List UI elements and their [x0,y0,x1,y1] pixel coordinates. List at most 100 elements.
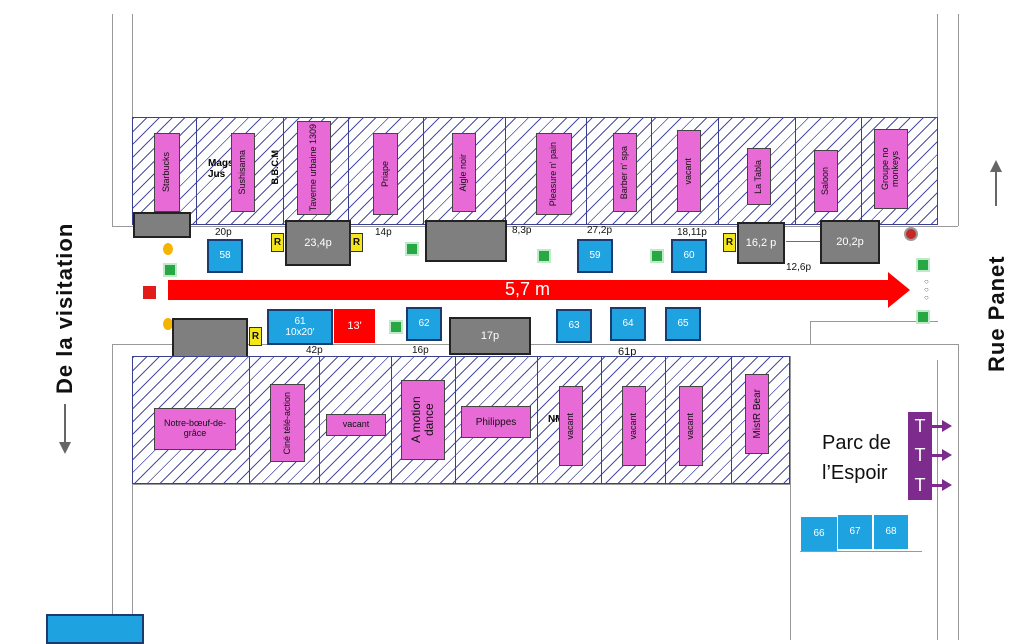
left-street-label: De la visitation [52,222,77,394]
park-corner-v [810,321,811,345]
distance-label: 5,7 m [505,279,551,299]
r-marker-3[interactable]: R [723,233,736,252]
shop-pleasure-n-pain[interactable]: Pleasure n' pain [536,133,572,215]
south-gray-block-left[interactable] [172,318,248,358]
gray-block-20-2p[interactable]: 20,2p [820,220,880,264]
parking-spot-67[interactable]: 67 [837,514,873,550]
measure-20p: 20p [215,227,232,238]
curb-south [112,344,958,345]
measure-arrow [786,241,820,242]
left-arrow-head [59,442,71,454]
measure-14p: 14p [375,227,392,238]
distance-arrow-shaft [168,280,890,300]
green-marker-2 [405,242,419,256]
green-marker-6 [916,310,930,324]
shop-starbucks[interactable]: Starbucks [154,133,180,212]
north-building-block [132,117,938,225]
street-edge-top-right [958,14,959,226]
street-edge-bottom-left-inner [132,484,133,640]
parking-spot-63[interactable]: 63 [556,309,592,343]
park-corner-h [810,321,938,322]
r-marker-4[interactable]: R [249,327,262,346]
green-marker-1 [163,263,177,277]
shop-vacant-south-4[interactable]: vacant [679,386,703,466]
street-edge-top-left [112,14,113,226]
gray-block-16-2p[interactable]: 16,2 p [737,222,785,264]
left-arrow-line [64,404,66,444]
park-marker-line-2 [932,454,942,457]
shop-notre-boeuf-de-grace[interactable]: Notre-bœuf-de-grâce [154,408,236,450]
parking-spot-68[interactable]: 68 [873,514,909,550]
green-marker-3 [537,249,551,263]
shop-groupe-no-monkeys[interactable]: Groupe no monkeys [874,129,908,209]
green-marker-7 [389,320,403,334]
r-marker-1[interactable]: R [271,233,284,252]
parking-spot-58[interactable]: 58 [207,239,243,273]
parking-spot-65[interactable]: 65 [665,307,701,341]
right-arrow-line [995,170,997,206]
mags-jus-logo: Mags Jus [208,158,234,180]
measure-18-11p: 18,11p [677,227,707,238]
street-edge-bottom-right [958,344,959,640]
right-street-label: Rue Panet [984,255,1009,372]
park-marker-arrow-1 [942,420,952,432]
red-box-13[interactable]: 13' [334,309,375,343]
parking-spot-60[interactable]: 60 [671,239,707,273]
shop-la-tabla[interactable]: La Tabla [747,148,771,205]
parking-spot-62[interactable]: 62 [406,307,442,341]
shop-vacant-north[interactable]: vacant [677,130,701,212]
parking-spot-61[interactable]: 61 10x20' [267,309,333,345]
shop-vacant-south-2[interactable]: vacant [559,386,583,466]
parking-spot-66[interactable]: 66 [800,516,838,552]
shop-philippes[interactable]: Philippes [461,406,531,438]
park-label: Parc de l’Espoir [822,432,891,484]
park-marker-line-1 [932,425,942,428]
red-circle-marker [904,227,918,241]
parking-spot-64[interactable]: 64 [610,307,646,341]
park-marker-line-3 [932,484,942,487]
park-marker-t1: T [910,416,930,436]
shop-priape[interactable]: Priape [373,133,398,215]
red-square [143,286,156,299]
measure-61p: 61p [618,346,637,358]
block-south-bottom [132,484,790,485]
yellow-marker-north [163,243,173,255]
gray-block-17p[interactable]: 17p [449,317,531,355]
park-spot-line [800,551,922,552]
street-edge-bottom-right-inner [937,360,938,640]
shop-vacant-south-1[interactable]: vacant [326,414,386,436]
park-marker-t3: T [910,475,930,495]
nm-logo: NM [548,414,564,425]
shop-a-motion-dance[interactable]: A motion dance [401,380,445,460]
shop-saloon[interactable]: Saloon [814,150,838,212]
shop-aigle-noir[interactable]: Aigle noir [452,133,476,212]
curb-north [112,226,958,227]
shop-sushisama[interactable]: Sushisama [231,133,255,212]
yellow-marker-south [163,318,173,330]
shop-mistr-bear[interactable]: MistR Bear [745,374,769,454]
bbcm-text: B.B.C.M [270,150,280,185]
shop-cine-tele-action[interactable]: Ciné télé-action [270,384,305,462]
measure-8-3p: 8,3p [512,225,532,236]
street-edge-bottom-left [112,344,113,640]
shop-vacant-south-3[interactable]: vacant [622,386,646,466]
small-circles: ○○○ [924,277,929,302]
measure-42p: 42p [306,345,323,356]
parking-spot-59[interactable]: 59 [577,239,613,273]
green-marker-4 [650,249,664,263]
measure-16p: 16p [412,345,429,356]
park-divider [790,356,791,640]
park-marker-arrow-2 [942,449,952,461]
r-marker-2[interactable]: R [350,233,363,252]
park-marker-arrow-3 [942,479,952,491]
gray-block-23-4p[interactable]: 23,4p [285,220,351,266]
shop-taverne-urbaine[interactable]: Taverne urbaine 1309 [297,121,331,215]
measure-27-2p: 27,2p [587,225,613,236]
park-marker-t2: T [910,445,930,465]
measure-12-6p: 12,6p [786,262,812,273]
north-gray-block-left[interactable] [133,212,191,238]
north-gray-block-mid[interactable] [425,220,507,262]
shop-barber-n-spa[interactable]: Barber n' spa [613,133,637,212]
street-edge-top-right-inner [937,14,938,214]
right-arrow-head [990,160,1002,172]
